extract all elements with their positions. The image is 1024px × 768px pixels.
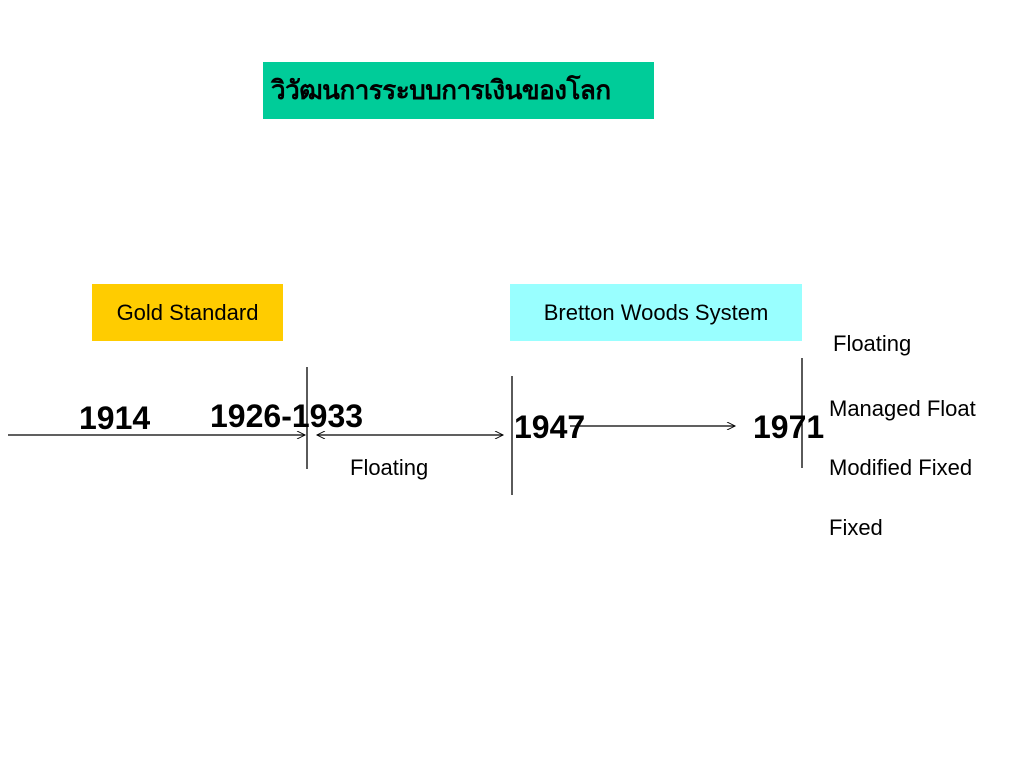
- interwar-floating-label: Floating: [350, 455, 429, 480]
- page-title: วิวัฒนการระบบการเงินของโลก: [263, 62, 654, 119]
- bretton-woods-box: Bretton Woods System: [510, 284, 802, 341]
- regime-fixed: Fixed: [829, 515, 883, 540]
- year-1914: 1914: [79, 400, 151, 436]
- year-1926-1933: 1926-1933: [210, 398, 364, 434]
- regime-floating: Floating: [833, 331, 912, 356]
- year-1971: 1971: [753, 409, 825, 445]
- regime-modified-fixed: Modified Fixed: [829, 455, 973, 480]
- year-1947: 1947: [514, 409, 586, 445]
- gold-standard-box: Gold Standard: [92, 284, 283, 341]
- regime-managed-float: Managed Float: [829, 396, 976, 421]
